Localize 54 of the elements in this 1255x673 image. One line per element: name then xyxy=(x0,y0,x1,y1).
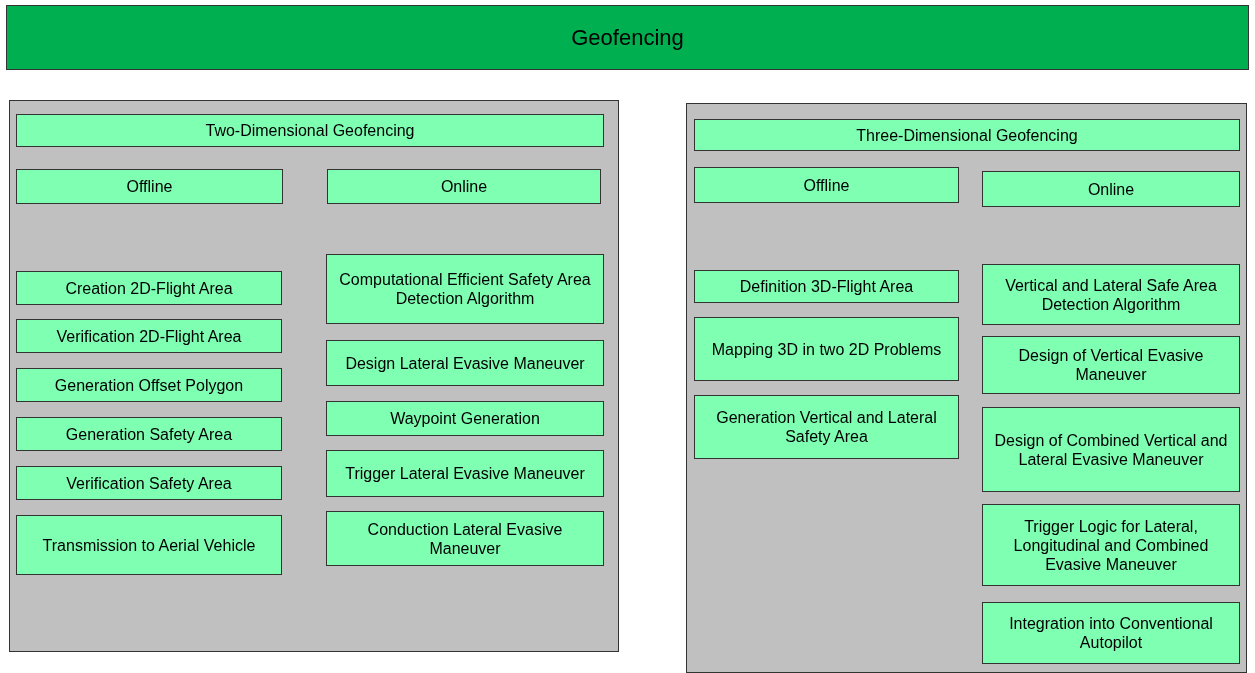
process-box xyxy=(327,169,601,204)
process-box xyxy=(326,340,604,386)
process-box xyxy=(16,515,282,575)
process-box xyxy=(694,167,959,203)
box-label: Conduction Lateral Evasive Maneuver xyxy=(366,519,564,558)
process-box xyxy=(16,417,282,451)
process-box xyxy=(982,336,1240,394)
box-label: Integration into Conventional Autopilot xyxy=(1008,614,1214,652)
process-box xyxy=(982,504,1240,586)
box-label: Computational Efficient Safety Area Detection Algorithm xyxy=(338,270,592,308)
process-box xyxy=(16,466,282,500)
process-box xyxy=(982,264,1240,325)
process-box xyxy=(694,317,959,381)
box-label: Verification Safety Area xyxy=(66,473,232,493)
title-banner xyxy=(6,5,1249,70)
process-box xyxy=(326,450,604,497)
process-box xyxy=(694,119,1240,151)
process-box xyxy=(326,511,604,566)
group-panel xyxy=(686,103,1247,673)
box-label: Creation 2D-Flight Area xyxy=(65,278,233,298)
box-label: Online xyxy=(440,177,488,196)
box-label: Generation Vertical and Lateral Safety Area xyxy=(715,408,938,446)
box-label: Design Lateral Evasive Maneuver xyxy=(345,353,585,373)
process-box xyxy=(16,319,282,353)
process-box xyxy=(982,407,1240,492)
box-label: Definition 3D-Flight Area xyxy=(739,277,914,296)
box-label: Three-Dimensional Geofencing xyxy=(856,125,1078,145)
box-label: Vertical and Lateral Safe Area Detection Algorithm xyxy=(1004,275,1218,314)
process-box xyxy=(326,401,604,436)
process-box xyxy=(326,254,604,324)
process-box xyxy=(982,602,1240,664)
process-box xyxy=(982,171,1240,207)
box-label: Offline xyxy=(126,177,173,196)
group-panel xyxy=(9,100,619,652)
box-label: Online xyxy=(1087,179,1135,199)
process-box xyxy=(16,114,604,147)
box-label: Geofencing xyxy=(571,24,684,51)
process-box xyxy=(16,271,282,305)
box-label: Generation Safety Area xyxy=(65,424,233,444)
process-box xyxy=(16,368,282,402)
process-box xyxy=(16,169,283,204)
box-label: Trigger Logic for Lateral, Longitudinal and Combined Evasive Maneuver xyxy=(1012,516,1210,574)
box-label: Verification 2D-Flight Area xyxy=(56,326,242,346)
box-label: Design of Combined Vertical and Lateral Evasive Maneuver xyxy=(993,430,1229,469)
box-label: Trigger Lateral Evasive Maneuver xyxy=(345,464,585,483)
box-label: Waypoint Generation xyxy=(390,409,540,428)
process-box xyxy=(694,395,959,459)
box-label: Generation Offset Polygon xyxy=(54,375,244,395)
process-box xyxy=(694,270,959,303)
box-label: Two-Dimensional Geofencing xyxy=(205,121,415,140)
box-label: Design of Vertical Evasive Maneuver xyxy=(1017,346,1205,384)
box-label: Offline xyxy=(803,175,850,195)
box-label: Transmission to Aerial Vehicle xyxy=(42,535,256,555)
box-label: Mapping 3D in two 2D Problems xyxy=(711,339,942,359)
